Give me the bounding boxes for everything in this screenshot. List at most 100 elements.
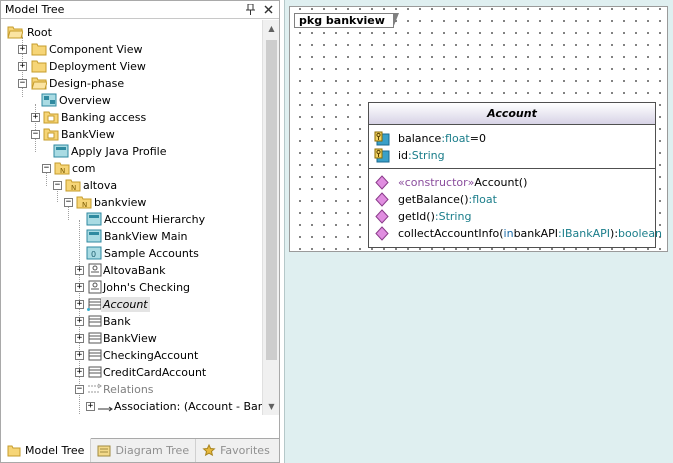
tree-item-bankview-package[interactable]: − BankView: [1, 126, 257, 143]
tree-item-label: Root: [25, 25, 54, 40]
collapse-toggle[interactable]: −: [42, 164, 51, 173]
tab-diagram-tree[interactable]: Diagram Tree: [91, 439, 196, 462]
tab-label: Model Tree: [25, 444, 84, 457]
expand-toggle[interactable]: +: [75, 334, 84, 343]
close-icon[interactable]: [261, 3, 275, 17]
tree-item-root[interactable]: Root: [1, 24, 257, 41]
scroll-thumb[interactable]: [266, 40, 277, 360]
tab-label: Favorites: [220, 444, 270, 457]
operation-name: getBalance(): [398, 193, 469, 206]
operation-return-type: float: [472, 193, 497, 206]
diagram-icon: [86, 229, 102, 243]
tree-item-creditcardaccount[interactable]: + CreditCardAccount: [1, 364, 257, 381]
operation-getid[interactable]: getId():String: [374, 208, 471, 225]
operation-getbalance[interactable]: getBalance():float: [374, 191, 497, 208]
diagram-icon: [53, 144, 69, 158]
tab-model-tree[interactable]: Model Tree: [1, 438, 91, 462]
collapse-toggle[interactable]: −: [31, 130, 40, 139]
tree-item-label: altova: [81, 178, 119, 193]
tree-item-deployment-view[interactable]: + Deployment View: [1, 58, 257, 75]
diagram-icon: [41, 93, 57, 107]
tree-item-label: BankView: [101, 331, 159, 346]
tree-item-banking-access[interactable]: + Banking access: [1, 109, 257, 126]
expand-toggle[interactable]: +: [75, 283, 84, 292]
tree-item-altovabank[interactable]: + AltovaBank: [1, 262, 257, 279]
tree-item-label: Relations: [101, 382, 156, 397]
pane-tabs: Model Tree Diagram Tree Favorites: [1, 438, 279, 462]
tab-favorites[interactable]: Favorites: [196, 439, 276, 462]
tree-item-account[interactable]: + Account: [1, 296, 257, 313]
tree-item-label: CreditCardAccount: [101, 365, 208, 380]
package-icon: [43, 110, 59, 124]
tree-item-label: Association: (Account - Ban: [112, 399, 267, 414]
expand-toggle[interactable]: +: [18, 62, 27, 71]
svg-text:0: 0: [91, 250, 96, 259]
pane-title: Model Tree: [5, 3, 243, 16]
tree-item-bankview-class[interactable]: + BankView: [1, 330, 257, 347]
expand-toggle[interactable]: +: [75, 351, 84, 360]
tree-item-label: Apply Java Profile: [69, 144, 169, 159]
parameter-type: IBankAPI: [562, 227, 610, 240]
tree-scrollbar[interactable]: ▲ ▼: [262, 20, 279, 415]
tree-item-altova[interactable]: − N altova: [1, 177, 257, 194]
operation-return-type: String: [439, 210, 472, 223]
tree-item-label: Banking access: [59, 110, 148, 125]
tree-item-label: BankView Main: [102, 229, 190, 244]
pin-icon[interactable]: [243, 3, 257, 17]
svg-text:N: N: [82, 201, 87, 209]
scroll-down-icon[interactable]: ▼: [263, 398, 279, 415]
attribute-type: float: [445, 132, 470, 145]
tree-item-overview[interactable]: Overview: [1, 92, 257, 109]
tree-item-bankview-namespace[interactable]: − N bankview: [1, 194, 257, 211]
operation-icon: [374, 209, 390, 224]
tree-item-sample-accounts[interactable]: 0 Sample Accounts: [1, 245, 257, 262]
tree-view[interactable]: Root + Component View + Deployment View …: [1, 20, 279, 415]
tree-item-checkingaccount[interactable]: + CheckingAccount: [1, 347, 257, 364]
operation-constructor[interactable]: «constructor» Account(): [374, 174, 527, 191]
operation-icon: [374, 192, 390, 207]
parameter-name: bankAPI: [514, 227, 558, 240]
tree-item-apply-java-profile[interactable]: Apply Java Profile: [1, 143, 257, 160]
tree-item-com[interactable]: − N com: [1, 160, 257, 177]
expand-toggle[interactable]: +: [86, 402, 95, 411]
tree-item-label: Design-phase: [47, 76, 126, 91]
tree-item-bank[interactable]: + Bank: [1, 313, 257, 330]
collapse-toggle[interactable]: −: [53, 181, 62, 190]
diagram-area[interactable]: pkg bankview Account balance:float=0 id:…: [284, 0, 673, 463]
expand-toggle[interactable]: +: [75, 368, 84, 377]
operation-name: getId(): [398, 210, 435, 223]
namespace-package-icon: N: [76, 195, 92, 209]
tree-item-label: Overview: [57, 93, 113, 108]
expand-toggle[interactable]: +: [75, 317, 84, 326]
tree-item-label: AltovaBank: [101, 263, 168, 278]
tree-item-bankview-main[interactable]: BankView Main: [1, 228, 257, 245]
class-account[interactable]: Account balance:float=0 id:String «const…: [368, 102, 656, 248]
operation-icon: [374, 226, 390, 241]
tree-item-label: Account: [101, 297, 150, 312]
tree-item-johns-checking[interactable]: + John's Checking: [1, 279, 257, 296]
attributes-compartment: balance:float=0 id:String: [369, 125, 655, 169]
operation-collectaccountinfo[interactable]: collectAccountInfo(in bankAPI:IBankAPI):…: [374, 225, 662, 242]
tree-item-account-hierarchy[interactable]: Account Hierarchy: [1, 211, 257, 228]
folder-icon: [31, 42, 47, 56]
expand-toggle[interactable]: +: [18, 45, 27, 54]
scroll-up-icon[interactable]: ▲: [263, 20, 279, 37]
expand-toggle[interactable]: +: [31, 113, 40, 122]
collapse-toggle[interactable]: −: [64, 198, 73, 207]
tree-item-design-phase[interactable]: − Design-phase: [1, 75, 257, 92]
tree-item-association[interactable]: + Association: (Account - Ban: [1, 398, 257, 415]
tree-item-component-view[interactable]: + Component View: [1, 41, 257, 58]
package-frame-label: pkg bankview: [294, 13, 394, 28]
expand-toggle[interactable]: +: [75, 300, 84, 309]
attribute-balance[interactable]: balance:float=0: [374, 130, 486, 147]
private-property-icon: [374, 131, 390, 146]
tree-item-label: Deployment View: [47, 59, 148, 74]
expand-toggle[interactable]: +: [75, 266, 84, 275]
parameter-direction: in: [504, 227, 514, 240]
collapse-toggle[interactable]: −: [18, 79, 27, 88]
diagram-canvas[interactable]: pkg bankview Account balance:float=0 id:…: [289, 6, 668, 252]
folder-open-icon: [31, 76, 47, 90]
collapse-toggle[interactable]: −: [75, 385, 84, 394]
attribute-id[interactable]: id:String: [374, 147, 445, 164]
tree-item-relations[interactable]: − Relations: [1, 381, 257, 398]
